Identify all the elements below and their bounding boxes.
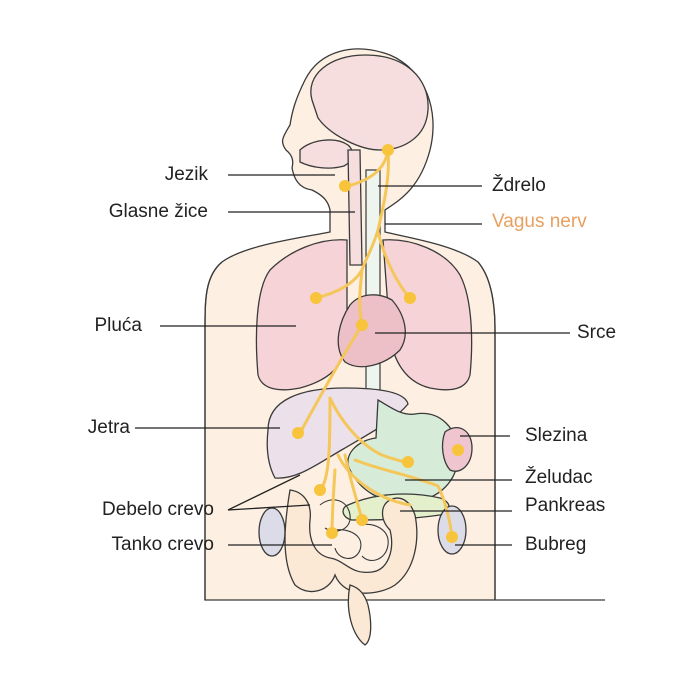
left-lung: [255, 239, 348, 391]
label-zeludac: Želudac: [525, 467, 593, 488]
nerve-dot-kidney: [446, 531, 458, 543]
label-tanko-crevo: Tanko crevo: [111, 534, 214, 555]
label-zdrelo: Ždrelo: [492, 175, 546, 196]
nerve-dot-tongue: [339, 180, 351, 192]
right-lung: [382, 239, 473, 391]
label-jetra: Jetra: [87, 417, 130, 438]
label-debelo-crevo: Debelo crevo: [102, 499, 214, 520]
nerve-dot-liver: [292, 427, 304, 439]
nerve-dot-small-intestine: [326, 527, 338, 539]
nerve-dot-colon: [314, 484, 326, 496]
torso: [204, 261, 496, 600]
throat: [347, 149, 363, 266]
label-pluca: Pluća: [94, 315, 142, 336]
label-jezik: Jezik: [164, 164, 208, 185]
brain: [310, 54, 429, 151]
oral-cavity: [299, 139, 354, 169]
nerve-dot-heart: [356, 319, 368, 331]
label-vagus-nerv: Vagus nerv: [492, 211, 587, 232]
rectum: [347, 584, 372, 646]
nerve-dot-pancreas: [356, 514, 368, 526]
nerve-dot-left-lung: [310, 292, 322, 304]
label-slezina: Slezina: [525, 425, 588, 446]
vagus-nerve: [298, 148, 454, 539]
label-glasne-zice: Glasne žice: [108, 201, 208, 222]
label-srce: Srce: [577, 322, 617, 343]
leader-lines: [135, 174, 570, 546]
leader-debelo-crevo-1: [227, 474, 301, 511]
nerve-dot-spleen: [452, 444, 464, 456]
leader-debelo-crevo-2: [227, 504, 311, 511]
nerve-dot-right-lung: [404, 292, 416, 304]
left-kidney: [258, 507, 286, 557]
nerve-endings: [292, 144, 464, 543]
nerve-dot-stomach: [402, 456, 414, 468]
nerve-dot-brain: [382, 144, 394, 156]
label-bubreg: Bubreg: [525, 534, 587, 555]
large-intestine: [284, 489, 418, 594]
heart: [337, 294, 406, 368]
label-pankreas: Pankreas: [525, 495, 606, 516]
